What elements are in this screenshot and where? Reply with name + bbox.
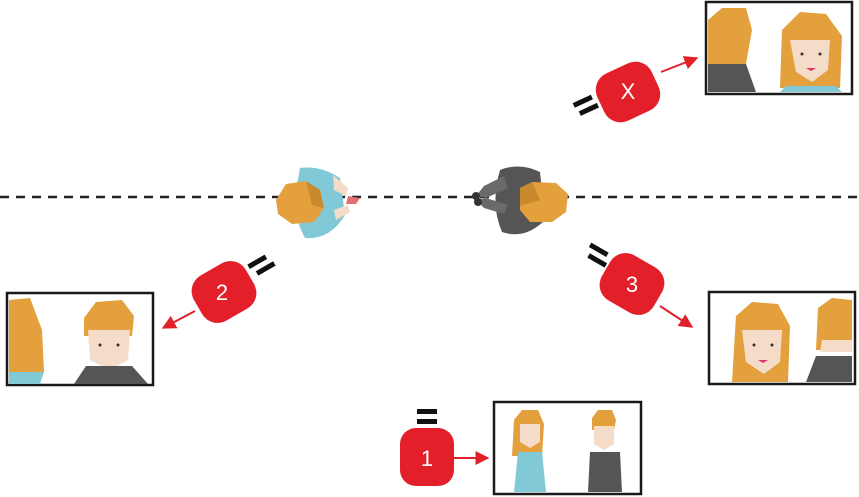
camera-mount-icon xyxy=(255,261,276,276)
woman-topdown-icon xyxy=(276,167,360,239)
camera-mount-icon xyxy=(572,94,593,108)
camera-1-label: 1 xyxy=(421,446,433,471)
direction-arrow xyxy=(659,305,694,328)
camera-mount-icon xyxy=(247,254,268,269)
camera-2: 2 xyxy=(161,254,276,329)
camera-mount-icon xyxy=(417,409,437,414)
camera-1: 1 xyxy=(400,409,490,486)
camera-3: 3 xyxy=(587,242,694,328)
camera-mount-icon xyxy=(417,419,437,424)
camera-3-label: 3 xyxy=(626,272,638,297)
video-camera-icon xyxy=(400,428,454,486)
direction-arrow xyxy=(660,56,699,73)
shot-frame-2 xyxy=(5,291,155,387)
camera-x: X xyxy=(572,56,699,123)
video-camera-icon xyxy=(191,261,257,323)
camera-x-label: X xyxy=(621,79,636,104)
video-camera-icon xyxy=(595,61,661,123)
camera-mount-icon xyxy=(578,102,599,116)
camera-mount-icon xyxy=(587,253,608,268)
man-topdown-icon xyxy=(472,166,568,235)
direction-arrow xyxy=(161,310,196,329)
shot-frame-1 xyxy=(492,400,643,496)
shot-frame-3 xyxy=(707,290,857,386)
camera-2-label: 2 xyxy=(216,280,228,305)
video-camera-icon xyxy=(599,253,665,315)
shot-frame-x xyxy=(704,0,854,96)
camera-mount-icon xyxy=(588,242,609,257)
